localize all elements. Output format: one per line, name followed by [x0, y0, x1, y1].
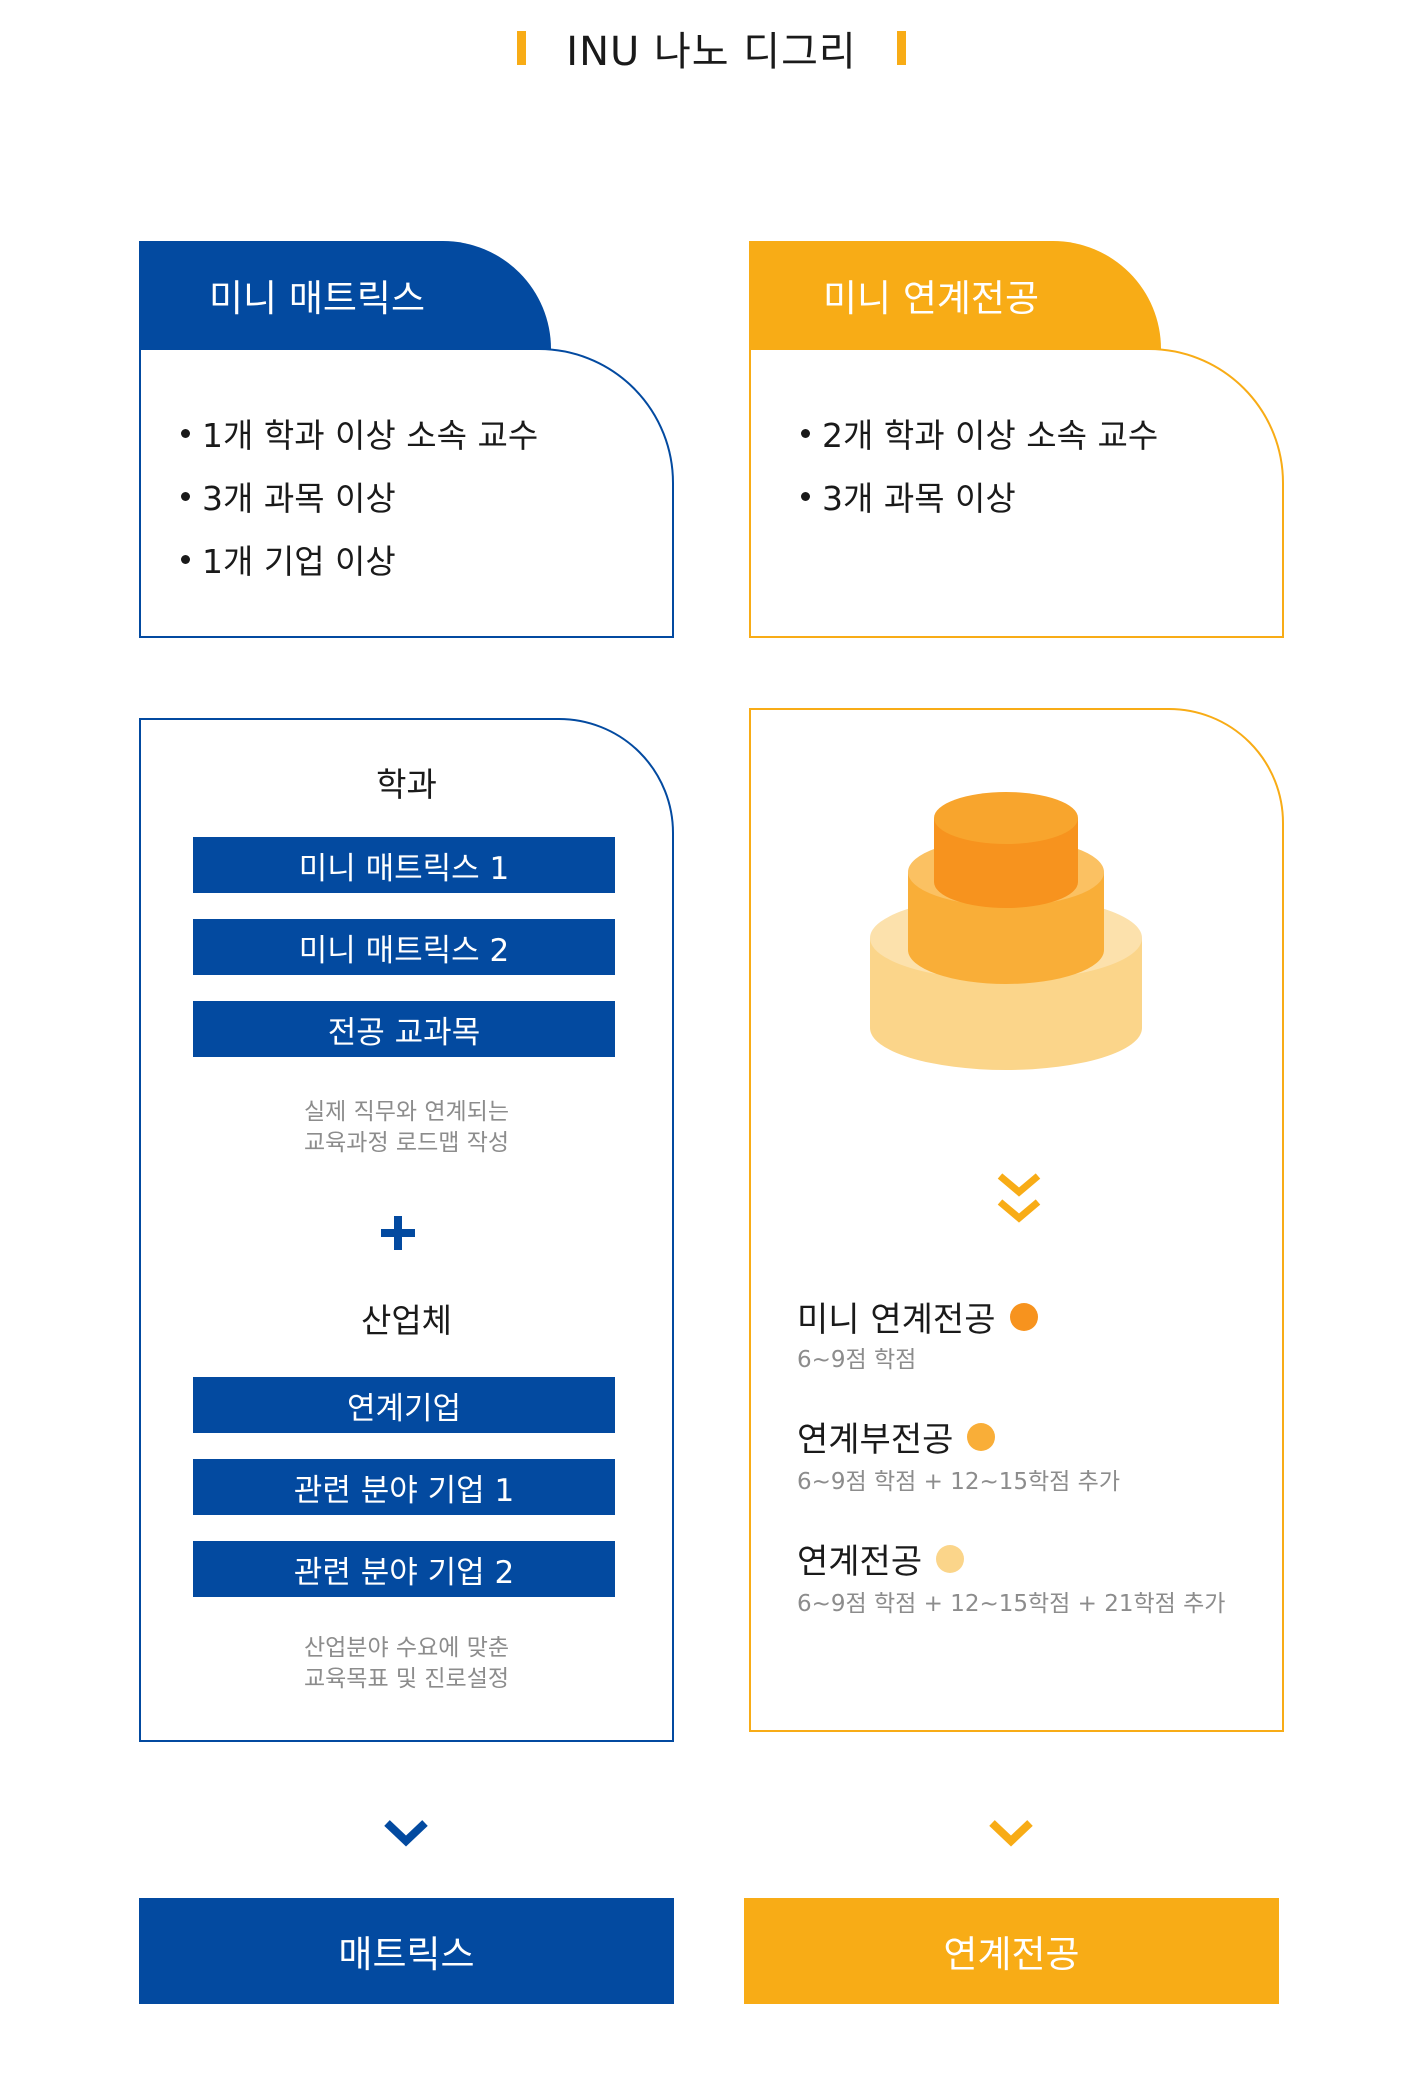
- layered-cake-icon: [870, 792, 1142, 1070]
- level-color-dot: [936, 1544, 965, 1573]
- department-heading: 학과: [376, 765, 437, 804]
- industry-item: 관련 분야 기업 1: [193, 1459, 615, 1515]
- dept-item: 미니 매트릭스 1: [193, 837, 615, 893]
- requirement-item: 1개 기업 이상: [181, 530, 672, 593]
- mini-linked-major-tab-label: 미니 연계전공: [823, 277, 1040, 320]
- dept-item: 미니 매트릭스 2: [193, 919, 615, 975]
- level-color-dot: [967, 1422, 996, 1451]
- linked-major-button[interactable]: 연계전공: [744, 1898, 1279, 2004]
- plus-icon: [381, 1216, 415, 1250]
- requirement-item: 3개 과목 이상: [801, 467, 1282, 530]
- matrix-structure-panel: [139, 718, 674, 1742]
- industry-note: 산업분야 수요에 맞춘 교육목표 및 진로설정: [303, 1635, 510, 1692]
- requirement-item: 3개 과목 이상: [181, 467, 672, 530]
- bullet-icon: [801, 492, 810, 501]
- double-chevron-down-icon: [997, 1173, 1041, 1223]
- mini-matrix-tab: 미니 매트릭스: [139, 241, 551, 349]
- level-desc: 6~9점 학점 + 12~15학점 추가: [797, 1469, 1120, 1495]
- industry-item: 연계기업: [193, 1377, 615, 1433]
- level-linked-minor: 연계부전공: [797, 1412, 996, 1461]
- dept-item: 전공 교과목: [193, 1001, 615, 1057]
- bullet-icon: [801, 429, 810, 438]
- chevron-down-icon: [384, 1820, 428, 1847]
- industry-item: 관련 분야 기업 2: [193, 1541, 615, 1597]
- bullet-icon: [181, 555, 190, 564]
- department-note: 실제 직무와 연계되는 교육과정 로드맵 작성: [303, 1099, 510, 1156]
- bullet-icon: [181, 492, 190, 501]
- chevron-down-icon: [989, 1820, 1033, 1847]
- mini-linked-major-requirements: 2개 학과 이상 소속 교수 3개 과목 이상: [749, 348, 1284, 638]
- linked-major-structure-panel: [749, 708, 1284, 1732]
- page-title: INU 나노 디그리: [566, 29, 857, 75]
- mini-matrix-tab-label: 미니 매트릭스: [209, 277, 426, 320]
- level-color-dot: [1009, 1302, 1038, 1331]
- level-mini-linked-major: 미니 연계전공: [797, 1292, 1038, 1341]
- page-header: INU 나노 디그리: [0, 18, 1423, 78]
- level-linked-major: 연계전공: [797, 1534, 965, 1583]
- requirement-item: 2개 학과 이상 소속 교수: [801, 404, 1282, 467]
- requirement-item: 1개 학과 이상 소속 교수: [181, 404, 672, 467]
- bullet-icon: [181, 429, 190, 438]
- level-desc: 6~9점 학점: [797, 1347, 917, 1373]
- matrix-button[interactable]: 매트릭스: [139, 1898, 674, 2004]
- title-accent-right: [896, 31, 906, 65]
- industry-heading: 산업체: [360, 1301, 453, 1340]
- title-accent-left: [517, 31, 527, 65]
- mini-matrix-requirements: 1개 학과 이상 소속 교수 3개 과목 이상 1개 기업 이상: [139, 348, 674, 638]
- level-desc: 6~9점 학점 + 12~15학점 + 21학점 추가: [797, 1591, 1226, 1617]
- mini-linked-major-tab: 미니 연계전공: [749, 241, 1161, 349]
